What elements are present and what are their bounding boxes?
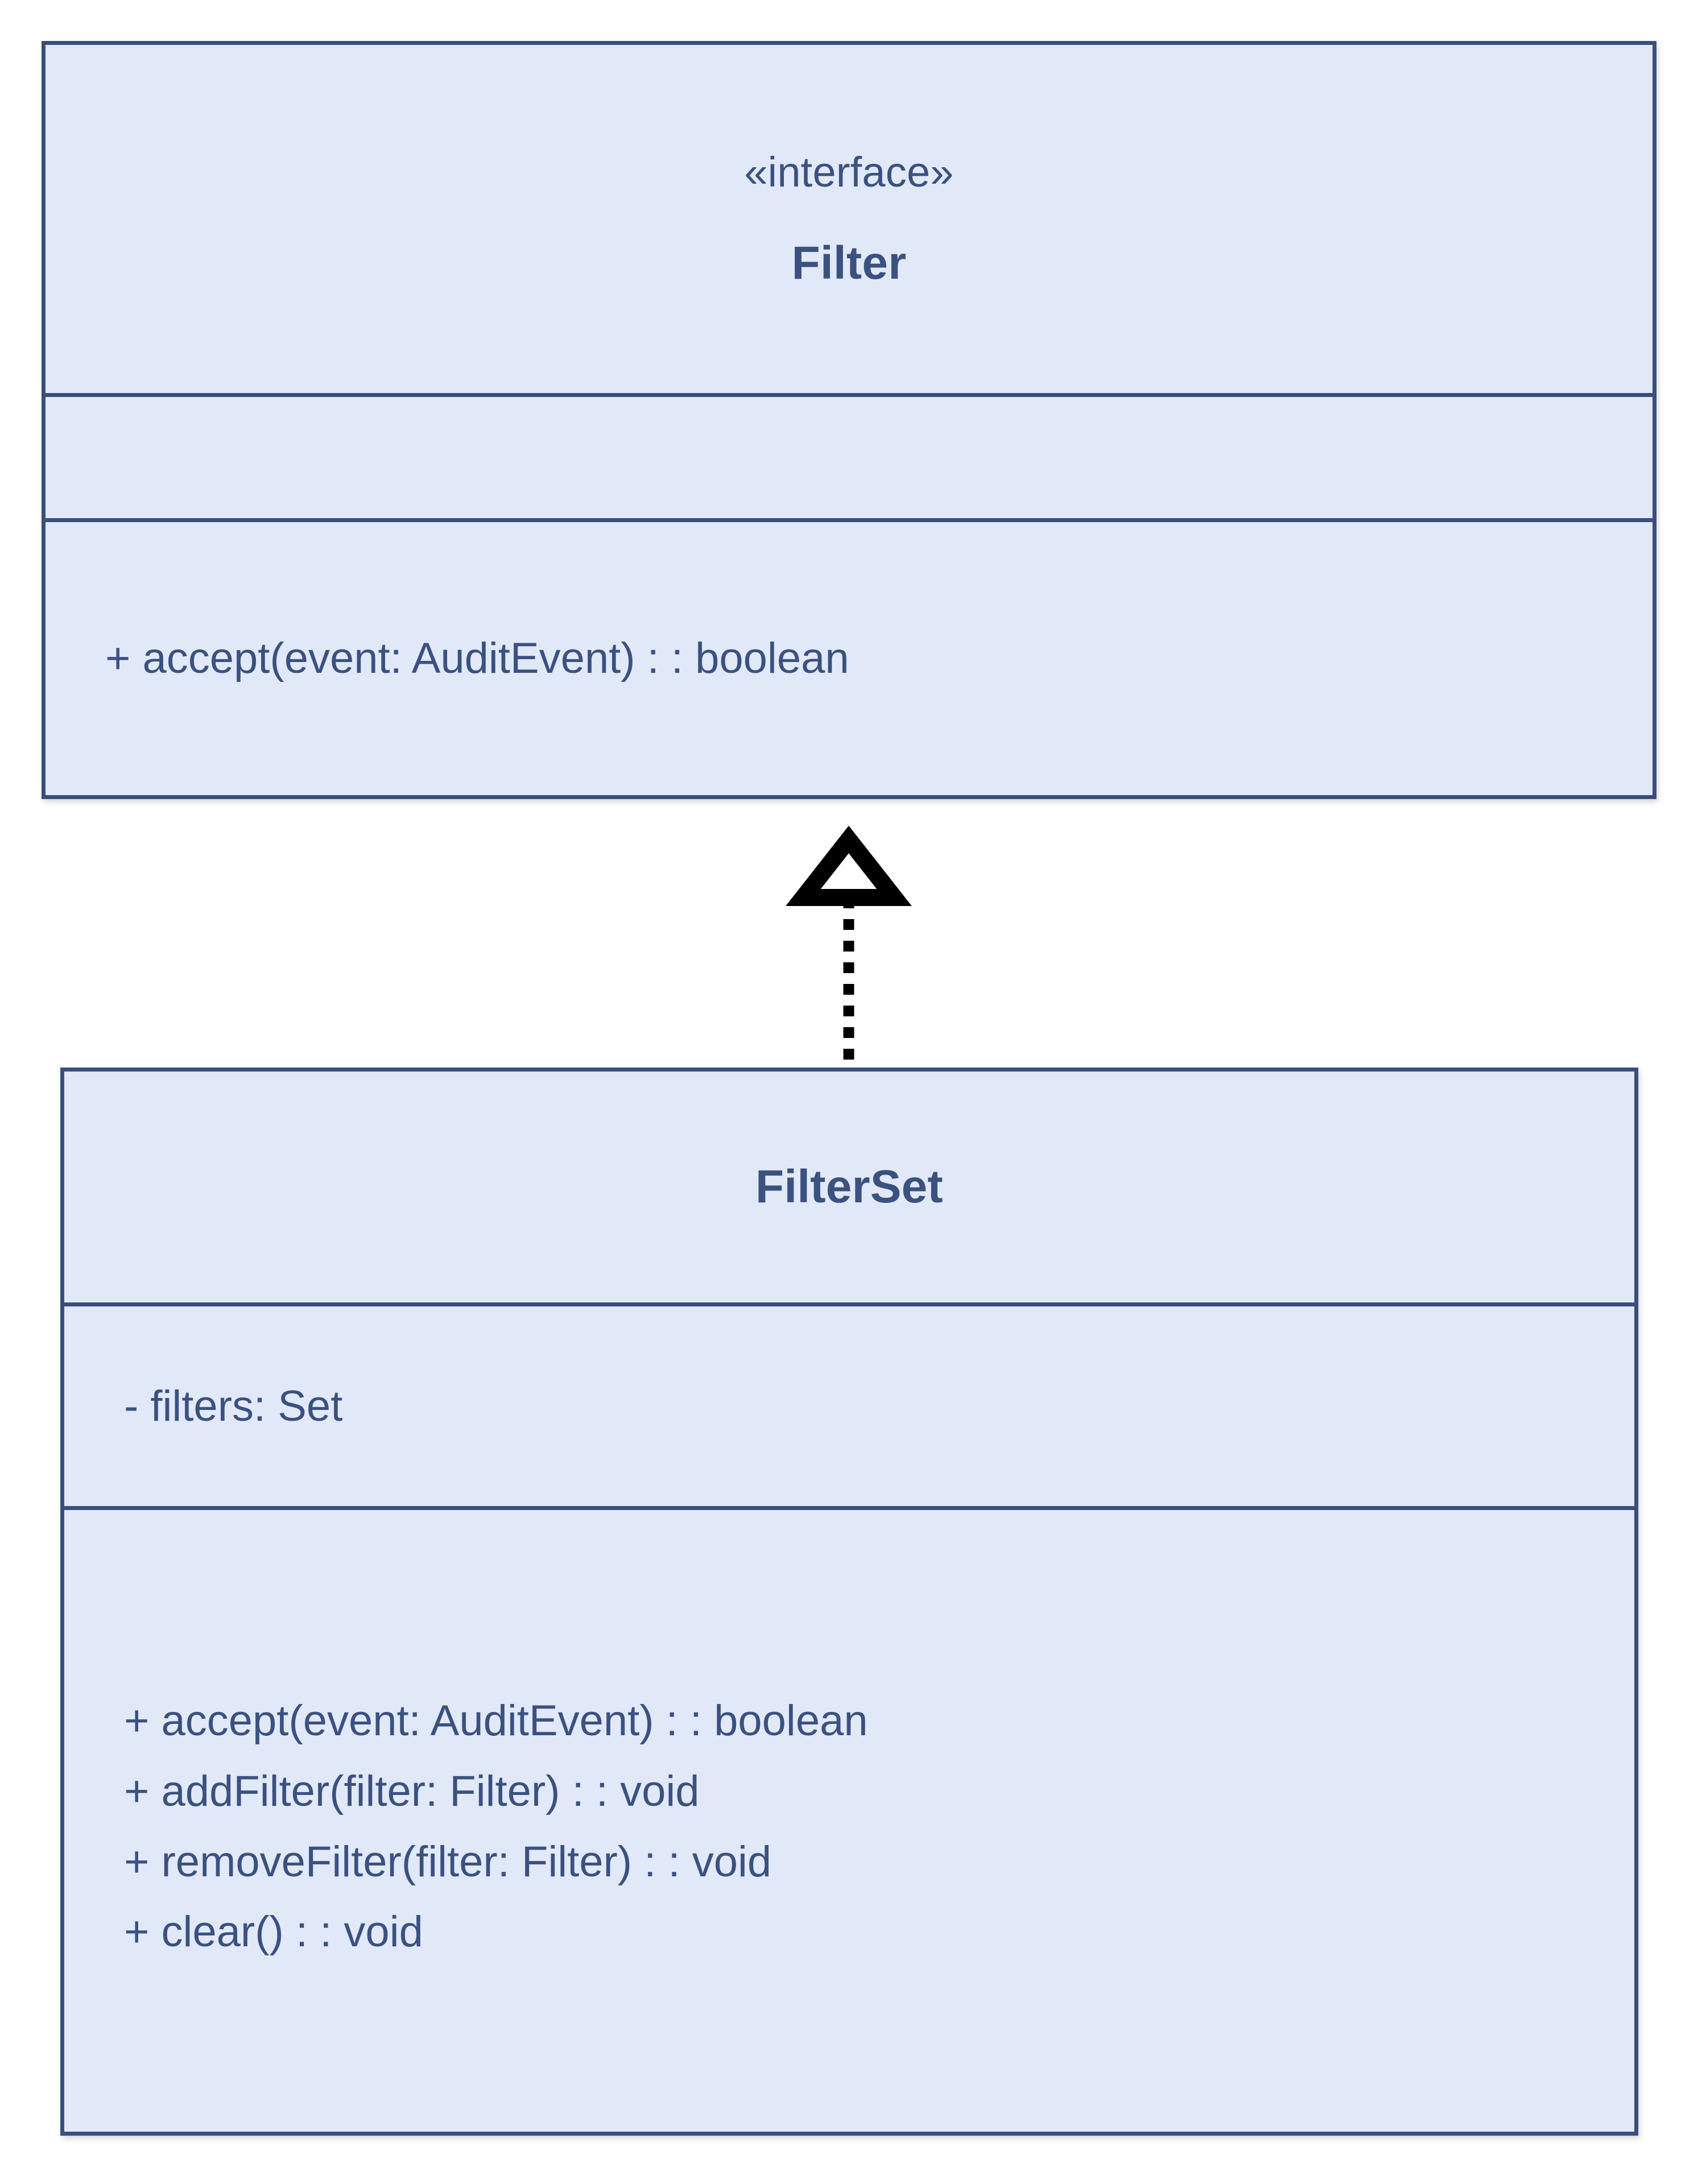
- method-line: + clear() : : void: [124, 1908, 423, 1956]
- method-line: + addFilter(filter: Filter) : : void: [124, 1767, 700, 1815]
- method-line: + accept(event: AuditEvent) : : boolean: [124, 1696, 868, 1745]
- methods-compartment-filterset: + accept(event: AuditEvent) : : boolean …: [64, 1510, 1634, 2132]
- attributes-compartment-filter: [46, 397, 1653, 522]
- class-header-filter: «interface» Filter: [46, 45, 1653, 397]
- method-line: + accept(event: AuditEvent) : : boolean: [105, 634, 849, 683]
- hollow-triangle-arrowhead-icon: [786, 825, 912, 906]
- stereotype-label: «interface»: [744, 148, 954, 196]
- methods-compartment-filter: + accept(event: AuditEvent) : : boolean: [46, 522, 1653, 795]
- method-line: + removeFilter(filter: Filter) : : void: [124, 1837, 772, 1886]
- uml-class-filterset[interactable]: FilterSet - filters: Set + accept(event:…: [60, 1068, 1638, 2136]
- attribute-line: - filters: Set: [124, 1381, 343, 1430]
- class-name-label: Filter: [791, 237, 907, 289]
- uml-class-filter[interactable]: «interface» Filter + accept(event: Audit…: [42, 41, 1656, 799]
- class-name-label: FilterSet: [755, 1161, 943, 1213]
- class-header-filterset: FilterSet: [64, 1072, 1634, 1306]
- attributes-compartment-filterset: - filters: Set: [64, 1306, 1634, 1510]
